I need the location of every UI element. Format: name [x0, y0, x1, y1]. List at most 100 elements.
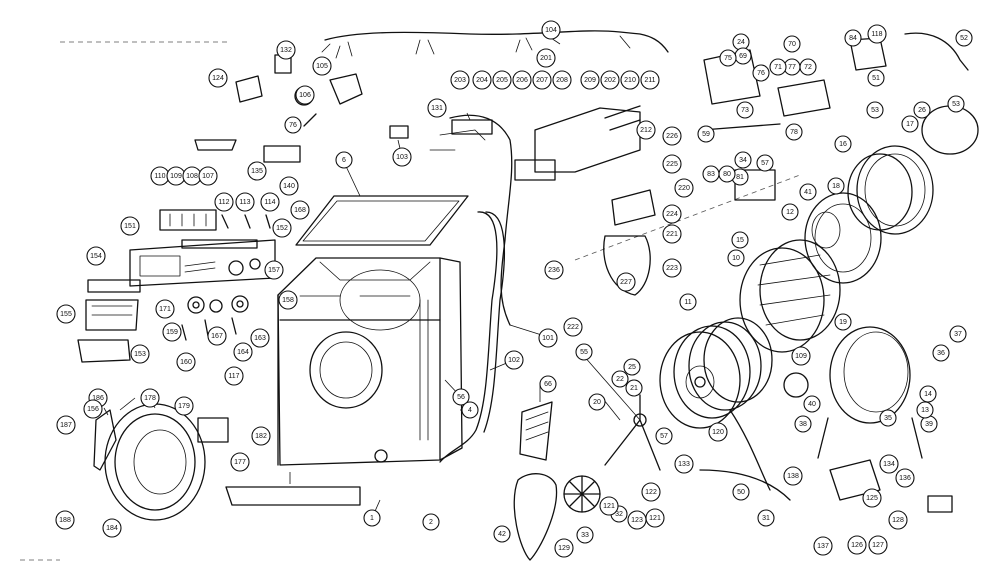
callout-59: 59: [697, 125, 715, 143]
callout-51: 51: [867, 69, 885, 87]
callout-209: 209: [580, 70, 600, 90]
callout-71: 71: [769, 58, 787, 76]
callout-211: 211: [640, 70, 660, 90]
callout-number: 21: [630, 385, 638, 392]
callout-number: 164: [237, 349, 249, 356]
callout-number: 24: [737, 39, 745, 46]
callout-22: 22: [611, 370, 629, 388]
callout-number: 36: [937, 350, 945, 357]
callout-number: 138: [787, 473, 799, 480]
callout-168: 168: [290, 200, 310, 220]
callout-number: 11: [684, 299, 691, 306]
callout-118: 118: [867, 24, 887, 44]
wiring-loom: [449, 114, 513, 326]
callout-number: 236: [548, 267, 560, 274]
callout-24: 24: [732, 33, 750, 51]
callout-151: 151: [120, 216, 140, 236]
callout-number: 168: [294, 207, 306, 214]
callout-number: 38: [799, 421, 807, 428]
callout-35: 35: [879, 409, 897, 427]
callout-158: 158: [278, 290, 298, 310]
callout-153: 153: [130, 344, 150, 364]
callout-121: 121: [599, 496, 619, 516]
callout-number: 135: [251, 168, 263, 175]
callout-109: 109: [166, 166, 186, 186]
callout-120: 120: [708, 422, 728, 442]
callout-171: 171: [155, 299, 175, 319]
callout-number: 42: [498, 531, 506, 538]
callout-128: 128: [888, 510, 908, 530]
callout-80: 80: [718, 165, 736, 183]
callout-number: 205: [496, 77, 508, 84]
callout-number: 71: [774, 64, 782, 71]
callout-number: 184: [106, 525, 118, 532]
callout-number: 129: [558, 545, 570, 552]
callout-179: 179: [174, 396, 194, 416]
callout-number: 52: [960, 35, 968, 42]
callout-number: 151: [124, 223, 136, 230]
callout-19: 19: [834, 313, 852, 331]
callout-number: 178: [144, 395, 156, 402]
callout-number: 171: [159, 306, 171, 313]
callout-15: 15: [731, 231, 749, 249]
callout-38: 38: [794, 415, 812, 433]
callout-126: 126: [847, 535, 867, 555]
drain-hose: [439, 211, 498, 463]
callout-53: 53: [947, 95, 965, 113]
callout-40: 40: [803, 395, 821, 413]
connector: [389, 125, 409, 139]
callout-number: 80: [723, 171, 731, 178]
callout-number: 12: [786, 209, 794, 216]
callout-number: 154: [90, 253, 102, 260]
callout-107: 107: [198, 166, 218, 186]
callout-number: 55: [580, 349, 588, 356]
callout-number: 118: [871, 31, 882, 38]
callout-number: 209: [584, 77, 596, 84]
callout-20: 20: [588, 393, 606, 411]
callout-number: 10: [732, 255, 740, 262]
callout-number: 56: [457, 394, 465, 401]
callout-number: 107: [202, 173, 214, 180]
callout-number: 2: [429, 519, 433, 526]
callout-236: 236: [544, 260, 564, 280]
callout-number: 105: [316, 63, 328, 70]
callout-number: 167: [211, 333, 223, 340]
callout-41: 41: [799, 183, 817, 201]
callout-number: 109: [170, 173, 182, 180]
callout-number: 20: [593, 399, 601, 406]
callout-154: 154: [86, 246, 106, 266]
callout-number: 83: [707, 171, 715, 178]
callout-number: 134: [883, 461, 895, 468]
callout-number: 136: [899, 475, 911, 482]
callout-number: 34: [739, 157, 747, 164]
door-assembly: [104, 403, 206, 521]
callout-178: 178: [140, 388, 160, 408]
callout-number: 101: [542, 335, 554, 342]
callout-112: 112: [214, 192, 234, 212]
callout-2: 2: [422, 513, 440, 531]
callout-number: 40: [808, 401, 816, 408]
callout-number: 104: [545, 27, 557, 34]
callout-163: 163: [250, 328, 270, 348]
callout-number: 14: [924, 391, 932, 398]
callout-number: 39: [925, 421, 933, 428]
callout-205: 205: [492, 70, 512, 90]
callout-number: 33: [581, 532, 589, 539]
callout-number: 73: [741, 107, 749, 114]
callout-31: 31: [757, 509, 775, 527]
callout-number: 17: [906, 121, 914, 128]
callout-84: 84: [844, 29, 862, 47]
callout-75: 75: [719, 49, 737, 67]
callout-114: 114: [260, 192, 280, 212]
callout-number: 66: [544, 381, 552, 388]
callout-123: 123: [627, 510, 647, 530]
callout-number: 53: [952, 101, 960, 108]
callout-number: 112: [218, 199, 229, 206]
callout-number: 22: [616, 376, 624, 383]
callout-57: 57: [655, 427, 673, 445]
callout-number: 41: [804, 189, 812, 196]
callout-102: 102: [504, 350, 524, 370]
timer-assembly: [534, 107, 641, 173]
tub-front: [847, 145, 934, 235]
